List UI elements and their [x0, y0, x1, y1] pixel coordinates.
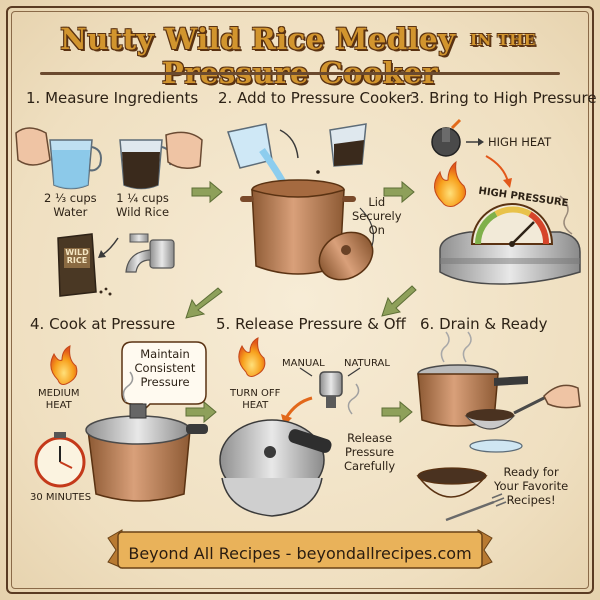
speech-bubble-icon [121, 341, 207, 417]
arrowhead-icon [503, 178, 512, 188]
arrowhead-icon [478, 138, 484, 146]
turn-off-heat-label: TURN OFF HEAT [230, 388, 281, 411]
step-2-title: 2. Add to Pressure Cooker [218, 89, 412, 107]
step-4-title: 4. Cook at Pressure [30, 315, 176, 333]
flow-arrow-icon [381, 400, 413, 424]
maintain-pressure-label: Maintain Consistent Pressure [134, 347, 196, 389]
timer-label: 30 MINUTES [30, 492, 92, 503]
ready-label: Ready for Your Favorite Recipes! [494, 465, 569, 507]
rice-amount-label: 1 ¼ cups Wild Rice [116, 191, 170, 219]
lid-arrow-icon [359, 207, 375, 247]
flow-arrow-icon [383, 180, 415, 204]
flow-arrow-icon [381, 285, 417, 317]
release-arrow-icon [284, 396, 313, 419]
pressure-cooker-icon [85, 371, 208, 502]
stove-knob-icon [431, 118, 462, 157]
pressure-valve-icon [299, 367, 361, 408]
title-connector: IN THE [470, 31, 536, 49]
step-1-title: 1. Measure Ingredients [26, 89, 199, 107]
natural-release-label: NATURAL [344, 358, 390, 369]
pressure-gauge-icon [470, 203, 554, 247]
medium-heat-flame-icon [50, 345, 78, 385]
inner-frame [11, 11, 589, 589]
curved-arrow-icon [485, 155, 509, 183]
rice-bowl-icon [416, 467, 488, 498]
faucet-arrow-icon [101, 237, 119, 256]
flow-arrow-icon [185, 287, 223, 319]
steam-icon [559, 195, 573, 235]
high-heat-flame-icon [434, 160, 467, 207]
footer-banner-text: Beyond All Recipes - beyondallrecipes.co… [128, 544, 472, 563]
title-underline [40, 72, 560, 75]
flow-arrow-icon [185, 400, 217, 424]
faucet-icon [125, 233, 175, 273]
steam-icon [347, 383, 360, 415]
bag-label: WILD RICE [65, 248, 89, 266]
arrowhead-icon [98, 250, 106, 258]
hand-icon [165, 131, 203, 169]
step-5-title: 5. Release Pressure & Off [216, 315, 406, 333]
rice-measuring-cup-icon [119, 139, 172, 190]
title-part-1: Nutty Wild Rice Medley [60, 22, 456, 56]
flow-arrow-icon [191, 180, 223, 204]
high-heat-label: HIGH HEAT [488, 135, 552, 149]
hand-icon [15, 127, 51, 166]
water-amount-label: 2 ⅓ cups Water [44, 191, 97, 219]
footer-banner-icon [107, 529, 493, 569]
release-carefully-label: Release Pressure Carefully [344, 431, 396, 473]
turn-off-flame-icon [238, 337, 266, 377]
steel-pressure-cooker-icon [219, 419, 332, 517]
timer-icon [34, 432, 86, 488]
step-6-title: 6. Drain & Ready [420, 315, 548, 333]
water-measuring-cup-icon [49, 139, 102, 190]
curved-arrow-icon [279, 129, 299, 159]
fork-icon [445, 493, 507, 522]
hand-icon [543, 384, 581, 409]
manual-release-label: MANUAL [282, 358, 325, 369]
wild-rice-bag-icon [57, 233, 112, 297]
bowl-icon [469, 439, 523, 453]
medium-heat-label: MEDIUM HEAT [38, 388, 80, 411]
lid-securely-on-label: Lid Securely On [352, 195, 402, 237]
outer-frame [6, 6, 594, 594]
strainer-icon [464, 394, 549, 430]
pot-lid-icon [318, 231, 374, 281]
step-3-title: 3. Bring to High Pressure [410, 89, 597, 107]
pouring-rice-cup-icon [310, 123, 367, 192]
